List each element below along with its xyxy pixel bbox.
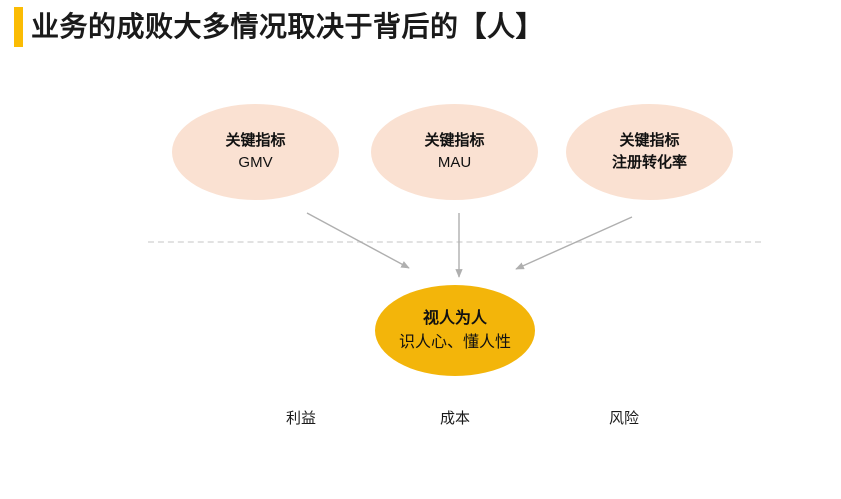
- core-ellipse-people[interactable]: 视人为人 识人心、懂人性: [375, 285, 535, 376]
- outcome-box-benefit[interactable]: 利益: [256, 396, 346, 438]
- core-label-secondary: 识人心、懂人性: [398, 333, 511, 351]
- metric-label-primary: 关键指标: [619, 132, 680, 149]
- metric-ellipse-mau[interactable]: 关键指标 MAU: [371, 104, 538, 200]
- metric-label-secondary: GMV: [238, 154, 273, 171]
- outcome-box-cost[interactable]: 成本: [410, 396, 500, 438]
- metric-ellipse-registration-conversion[interactable]: 关键指标 注册转化率: [566, 104, 733, 200]
- core-label-primary: 视人为人: [422, 309, 487, 327]
- metric-label-secondary: MAU: [437, 154, 472, 171]
- title-accent-bar: [14, 7, 23, 47]
- page-title: 业务的成败大多情况取决于背后的【人】: [31, 11, 545, 42]
- outcome-box-risk[interactable]: 风险: [579, 396, 669, 438]
- metric-label-secondary: 注册转化率: [611, 154, 687, 171]
- metric-ellipse-gmv[interactable]: 关键指标 GMV: [172, 104, 339, 200]
- arrow-right-to-core: [515, 216, 633, 270]
- dashed-divider-line: [148, 241, 761, 243]
- metric-label-primary: 关键指标: [225, 132, 286, 149]
- metric-label-primary: 关键指标: [424, 132, 485, 149]
